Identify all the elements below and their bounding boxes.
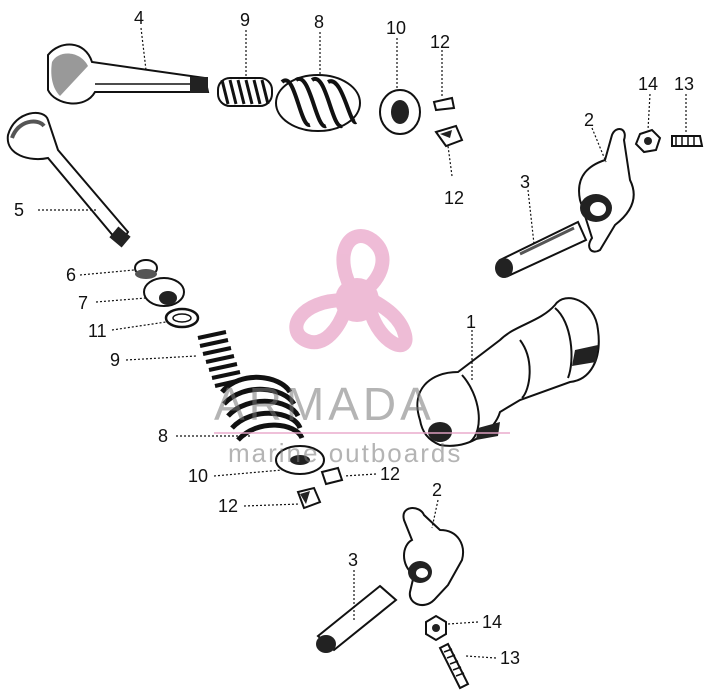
part-11-washer <box>164 307 200 329</box>
part-9-inner-spring-top <box>217 77 273 107</box>
label-part-9-top: 9 <box>240 10 250 30</box>
watermark-tagline: marine outboards <box>228 438 462 468</box>
part-12-cotter-middle-b <box>296 486 322 510</box>
label-part-5: 5 <box>14 200 24 220</box>
label-part-8-middle: 8 <box>158 426 168 446</box>
label-part-12-top-b: 12 <box>444 188 464 208</box>
part-12-cotter-top-a <box>432 96 456 112</box>
watermark-brand: ARMADA <box>214 378 435 430</box>
label-part-2-top: 2 <box>584 110 594 130</box>
label-part-8-top: 8 <box>314 12 324 32</box>
part-12-cotter-top-b <box>434 124 464 148</box>
watermark-propeller-logo <box>289 229 413 353</box>
label-part-3-top: 3 <box>520 172 530 192</box>
part-7-spring-seat <box>143 277 185 307</box>
part-13-adjuster-screw-top <box>671 135 704 147</box>
label-part-2-bottom: 2 <box>432 480 442 500</box>
label-part-11: 11 <box>88 321 107 341</box>
label-part-6: 6 <box>66 265 76 285</box>
label-part-1: 1 <box>466 312 476 332</box>
part-9-inner-spring-middle <box>197 330 242 388</box>
label-part-14-bottom: 14 <box>482 612 502 632</box>
part-6-valve-stem-seal <box>134 259 158 279</box>
part-14-nut-top <box>634 128 662 154</box>
part-14-nut-bottom <box>425 614 447 642</box>
label-part-10-top: 10 <box>386 18 406 38</box>
leader-lines <box>38 27 687 659</box>
label-part-3-bottom: 3 <box>348 550 358 570</box>
label-part-13-top: 13 <box>674 74 694 94</box>
part-5-valve-left <box>6 112 131 248</box>
part-8-outer-spring-top <box>275 74 361 132</box>
label-part-12-top-a: 12 <box>430 32 450 52</box>
part-1-camshaft <box>416 297 600 447</box>
label-part-7: 7 <box>78 293 88 313</box>
part-3-rocker-shaft-top <box>495 220 588 278</box>
label-part-14-top: 14 <box>638 74 658 94</box>
watermark-text: ARMADA marine outboards <box>214 378 510 468</box>
label-part-13-bottom: 13 <box>500 648 520 668</box>
part-12-cotter-middle-a <box>320 466 344 486</box>
part-10-retainer-top <box>379 89 421 135</box>
label-part-10-middle: 10 <box>188 466 208 486</box>
part-13-adjuster-screw-bottom <box>438 642 470 690</box>
label-part-12-middle-a: 12 <box>380 464 400 484</box>
part-2-rocker-arm-top <box>578 128 635 253</box>
part-3-rocker-shaft-bottom <box>316 584 398 653</box>
part-number-labels: 4 9 8 10 12 12 14 13 2 3 5 6 7 11 9 1 8 … <box>14 8 694 668</box>
part-10-retainer-middle <box>275 445 325 475</box>
part-4-valve-top <box>47 43 210 105</box>
part-8-outer-spring-middle <box>220 374 305 442</box>
label-part-9-middle: 9 <box>110 350 120 370</box>
label-part-4: 4 <box>134 8 144 28</box>
label-part-12-middle-b: 12 <box>218 496 238 516</box>
part-2-rocker-arm-bottom <box>402 507 464 607</box>
